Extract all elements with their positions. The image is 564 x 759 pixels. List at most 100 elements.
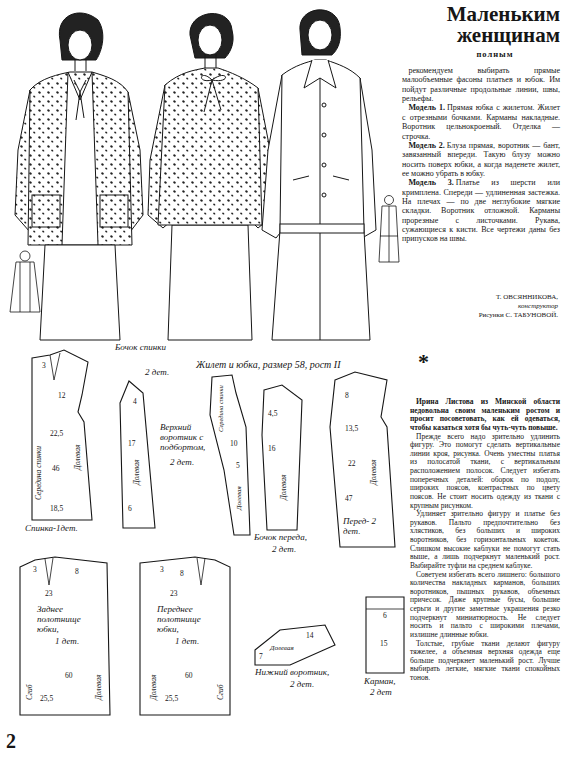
grain-label: Долевая xyxy=(150,674,158,700)
dimension-number: 14 xyxy=(306,632,314,640)
dimension-number: 18,5 xyxy=(50,505,63,513)
piece-name: Нижний воротник, xyxy=(255,668,340,678)
paragraph: Модель 2.Блуза прямая, воротник — бант, … xyxy=(402,141,560,178)
illustration-stroke xyxy=(100,195,128,227)
dimension-number: 16 xyxy=(268,445,276,453)
illustration-stroke xyxy=(322,103,326,107)
illustration-stroke xyxy=(379,206,399,262)
author-credit: Т. ОВСЯННИКОВА, xyxy=(402,294,558,302)
piece-name: 1 дет. xyxy=(175,637,205,647)
grain-label: Долевая xyxy=(133,459,141,485)
body-text: Толстые, грубые ткани делают фигуру тяже… xyxy=(410,639,560,683)
dimension-number: 25,5 xyxy=(40,695,53,703)
body-text: Платье из шерсти или кримплена. Спереди … xyxy=(402,178,560,243)
pattern-piece: Перед- 2 дет. xyxy=(325,372,405,562)
piece-name: Перед- 2 дет. xyxy=(343,517,389,537)
bold-lead: Модель 3. xyxy=(408,178,453,187)
piece-name: Переднее полотнище юбки, xyxy=(157,605,217,635)
grain-label: Долевая xyxy=(280,474,288,500)
illustration-stroke xyxy=(205,54,216,68)
illustration-stroke xyxy=(10,262,40,312)
dart-line xyxy=(366,609,404,610)
dimension-number: 3 xyxy=(33,566,37,574)
page-number: 2 xyxy=(6,730,16,752)
dimension-number: 8 xyxy=(75,568,79,576)
dimension-number: 6 xyxy=(128,505,132,513)
piece-outline xyxy=(330,372,395,547)
dimension-number: 17 xyxy=(128,440,136,448)
piece-name: Бочок переда, xyxy=(254,533,317,543)
piece-outline xyxy=(366,597,404,673)
fold-label: Сгиб xyxy=(26,685,34,700)
grain-label: Долевая xyxy=(95,674,103,700)
illustration-stroke xyxy=(385,196,394,205)
grain-label: Долевая xyxy=(370,459,378,485)
bold-lead: Модель 1. xyxy=(408,103,445,112)
dimension-number: 10 xyxy=(230,440,238,448)
dimension-number: 22,5 xyxy=(50,430,63,438)
piece-outline xyxy=(140,557,230,715)
illustration-stroke xyxy=(322,163,326,167)
grain-label: Долевая xyxy=(74,444,82,470)
illustration-stroke xyxy=(75,59,86,71)
paragraph: Советуем избегать всего лишнего: большог… xyxy=(410,571,560,640)
paragraph: Толстые, грубые ткани делают фигуру тяже… xyxy=(410,640,560,683)
dart-line xyxy=(50,353,60,380)
illustration-stroke xyxy=(168,225,252,340)
grain-label: Долевая xyxy=(236,486,244,510)
grain-label: Долевая xyxy=(270,645,294,653)
dimension-number: 4 xyxy=(133,398,137,406)
dart-line xyxy=(197,558,205,585)
piece-name: 2 дет. xyxy=(170,458,210,468)
piece-name: 2 дет. xyxy=(145,368,170,378)
dimension-number: 22 xyxy=(348,460,356,468)
paragraph: рекомендуем выбирать прямые малообъемные… xyxy=(402,66,560,103)
figure-model-3 xyxy=(262,10,376,340)
dimension-number: 6 xyxy=(383,612,387,620)
illustration-stroke xyxy=(74,80,86,120)
illustration-stroke xyxy=(300,10,340,55)
piece-outline xyxy=(325,372,405,562)
piece-name: 2 дет. xyxy=(272,545,312,555)
back-view-sketch xyxy=(10,196,399,313)
ornament: * xyxy=(418,350,429,374)
dimension-number: 5 xyxy=(236,462,240,470)
dimension-number: 7 xyxy=(259,653,263,661)
dimension-number: 3 xyxy=(42,362,46,370)
dimension-number: 8 xyxy=(180,570,184,578)
illustration-stroke xyxy=(28,72,132,245)
body-text: Прежде всего надо зрительно удлинить фиг… xyxy=(410,432,560,510)
author-credit: Рисунки С. ТАБУНОВОЙ. xyxy=(402,312,558,320)
dimension-number: 8 xyxy=(345,392,349,400)
subtitle: полным xyxy=(430,50,560,59)
paragraph: Модель 3.Платье из шерсти или кримплена.… xyxy=(402,178,560,244)
pattern-piece: Верхний воротник с подбортом,2 дет. xyxy=(160,375,255,540)
dimension-number: 12 xyxy=(58,392,66,400)
illustration-stroke xyxy=(322,193,326,197)
piece-name: Бочок спинки xyxy=(115,343,170,353)
illustration-stroke xyxy=(308,20,332,50)
piece-outline xyxy=(210,375,250,535)
dimension-number: 23 xyxy=(170,590,178,598)
paragraph: Модель 1.Прямая юбка с жилетом. Жилет с … xyxy=(402,103,560,140)
illustration-stroke xyxy=(59,13,102,60)
illustration-stroke xyxy=(272,60,370,340)
illustration-stroke xyxy=(322,133,326,137)
illustration-stroke xyxy=(158,68,262,225)
illustration-stroke xyxy=(32,195,60,227)
dimension-number: 46 xyxy=(52,465,60,473)
piece-outline xyxy=(20,557,110,715)
dimension-number: 4,5 xyxy=(268,410,277,418)
illustration-stroke xyxy=(20,251,30,261)
paragraph: Прежде всего надо зрительно удлинить фиг… xyxy=(410,433,560,511)
text-column: Ирина Листова из Минской области недовол… xyxy=(410,398,560,683)
illustration-stroke xyxy=(40,245,120,340)
piece-name: Спинка-1дет. xyxy=(25,524,103,534)
piece-outline xyxy=(120,381,155,528)
piece-name: 1 дет. xyxy=(55,637,85,647)
pattern-heading: Жилет и юбка, размер 58, рост II xyxy=(196,359,340,370)
body-text: рекомендуем выбирать прямые малообъемные… xyxy=(402,66,560,103)
piece-name: Заднее полотнище юбки, xyxy=(37,605,97,635)
bold-lead: Ирина Листова из Минской области недовол… xyxy=(410,397,560,432)
piece-name: 2 дет xyxy=(370,688,408,698)
